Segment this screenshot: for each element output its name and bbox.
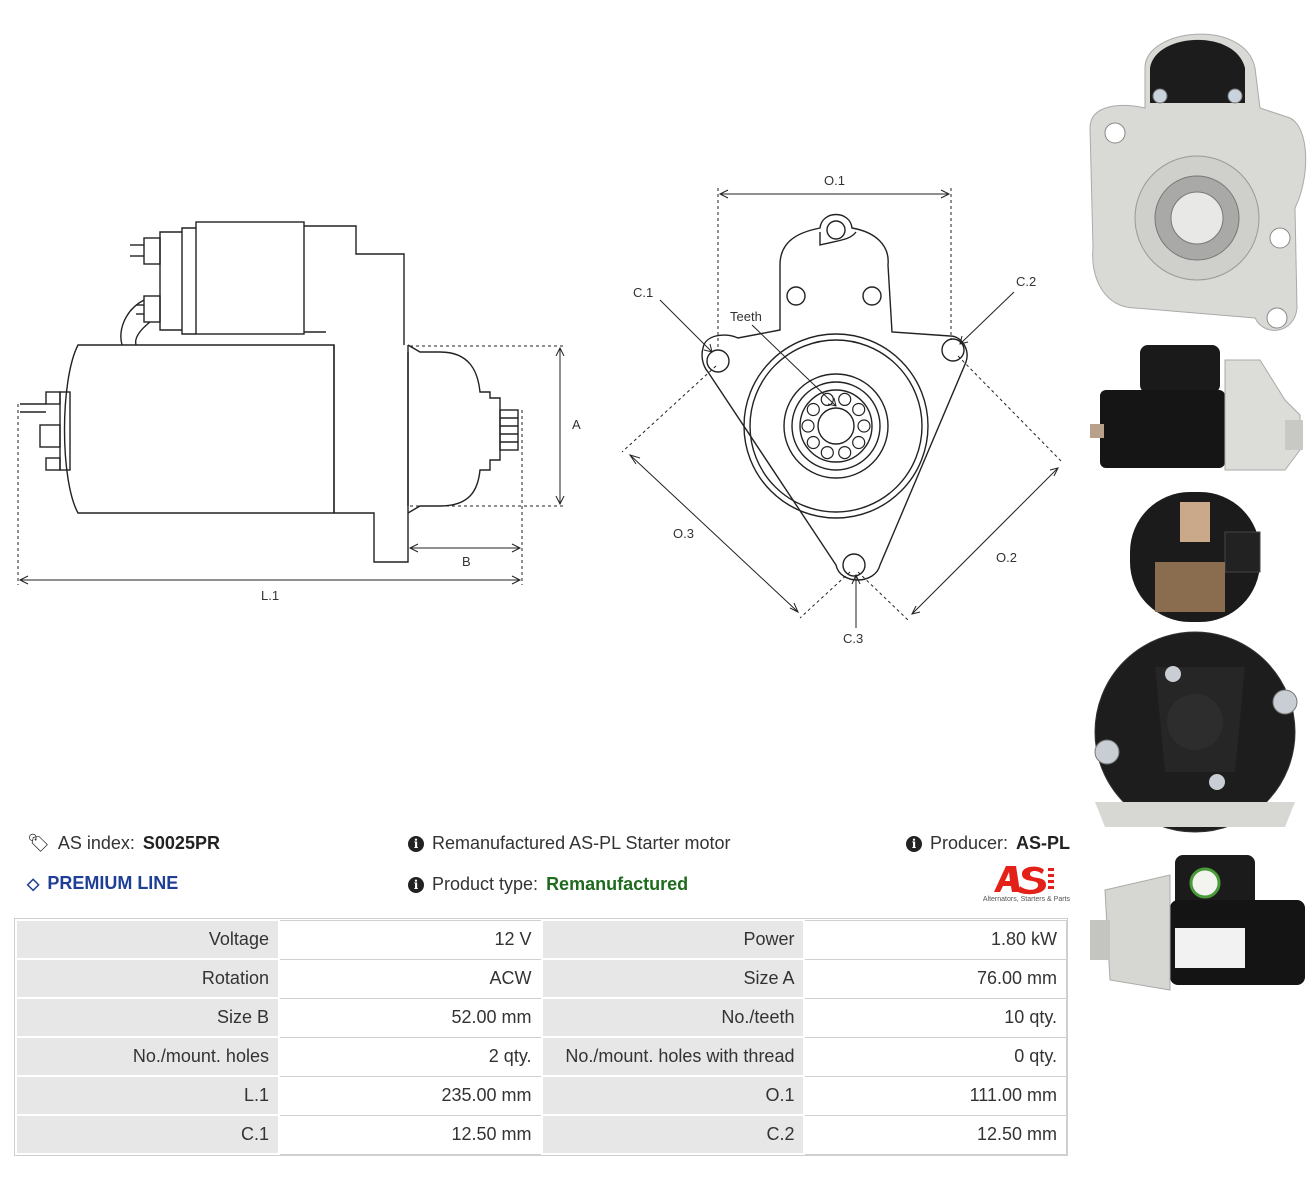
photo-label-side-view[interactable] — [1085, 850, 1310, 1000]
pinion-tooth — [838, 446, 852, 460]
side-dimensions — [17, 345, 565, 585]
pinion-tooth — [820, 392, 834, 406]
pinion-tooth — [852, 435, 866, 450]
as-logo-mark — [994, 866, 1054, 895]
producer-label: Producer: — [930, 833, 1009, 853]
as-index-value: S0025PR — [142, 833, 220, 853]
tags-icon: 🏷︎ — [27, 833, 50, 853]
pinion-tooth — [838, 392, 852, 406]
product-type-label: Product type: — [432, 874, 539, 894]
as-pl-logo: Alternators, Starters & Parts — [960, 862, 1070, 910]
front-view — [701, 213, 968, 581]
spec-value: ACW — [278, 958, 542, 999]
front-dimensions — [621, 188, 1063, 628]
technical-drawing: A B L.1 — [17, 173, 1063, 646]
premium-line-badge: ◇ PREMIUM LINE — [27, 873, 178, 894]
spec-value: 0 qty. — [803, 1036, 1068, 1077]
premium-line-label: PREMIUM LINE — [47, 873, 179, 893]
as-index-row: 🏷︎ AS index: S0025PR — [27, 833, 220, 854]
producer-value: AS-PL — [1016, 833, 1071, 853]
pinion-tooth — [806, 435, 820, 450]
spec-value: 76.00 mm — [803, 958, 1068, 999]
spec-name: Size A — [540, 958, 806, 999]
spec-value: 235.00 mm — [278, 1075, 542, 1116]
description-row: i Remanufactured AS-PL Starter motor — [408, 833, 730, 854]
dim-c2-label: C.2 — [1016, 274, 1036, 289]
photo-front-view[interactable] — [1085, 8, 1310, 338]
spec-name: No./mount. holes with thread — [540, 1036, 806, 1077]
pinion-tooth — [806, 402, 820, 417]
spec-name: No./mount. holes — [15, 1036, 280, 1077]
dim-b-label: B — [462, 554, 471, 569]
spec-value: 1.80 kW — [803, 919, 1068, 960]
pinion-tooth — [857, 419, 871, 433]
pinion-tooth — [820, 446, 834, 460]
spec-name: Voltage — [15, 919, 280, 960]
product-photos — [1085, 0, 1316, 1000]
pinion-tooth — [852, 402, 866, 417]
spec-name: L.1 — [15, 1075, 280, 1116]
product-type-row: i Product type: Remanufactured — [408, 874, 688, 895]
info-icon: i — [408, 876, 424, 893]
photo-rear-view[interactable] — [1085, 492, 1310, 837]
dim-o2-label: O.2 — [996, 550, 1017, 565]
dim-c3-label: C.3 — [843, 631, 863, 646]
spec-name: O.1 — [540, 1075, 806, 1116]
diamond-icon: ◇ — [27, 875, 40, 893]
front-pinion-teeth — [801, 392, 871, 460]
spec-name: C.1 — [15, 1114, 280, 1155]
teeth-label: Teeth — [730, 309, 762, 324]
spec-value: 12.50 mm — [278, 1114, 542, 1155]
side-view — [20, 221, 519, 563]
spec-value: 12 V — [278, 919, 542, 960]
spec-name: No./teeth — [540, 997, 806, 1038]
product-type-value: Remanufactured — [546, 874, 689, 894]
spec-name: Power — [540, 919, 806, 960]
spec-value: 52.00 mm — [278, 997, 542, 1038]
dim-l1-label: L.1 — [261, 588, 279, 603]
photo-side-view[interactable] — [1085, 340, 1310, 480]
product-description: Remanufactured AS-PL Starter motor — [432, 833, 731, 853]
dim-o1-label: O.1 — [824, 173, 845, 188]
dim-o3-label: O.3 — [673, 526, 694, 541]
info-icon: i — [408, 835, 424, 852]
spec-value: 2 qty. — [278, 1036, 542, 1077]
spec-value: 10 qty. — [803, 997, 1068, 1038]
spec-name: Rotation — [15, 958, 280, 999]
dim-a-label: A — [572, 417, 581, 432]
spec-name: Size B — [15, 997, 280, 1038]
info-icon: i — [906, 835, 922, 852]
as-index-label: AS index: — [57, 833, 135, 853]
pinion-tooth — [801, 419, 815, 433]
spec-name: C.2 — [540, 1114, 806, 1155]
spec-value: 111.00 mm — [803, 1075, 1068, 1116]
spec-value: 12.50 mm — [803, 1114, 1068, 1155]
logo-tagline: Alternators, Starters & Parts — [982, 896, 1070, 903]
dim-c1-label: C.1 — [633, 285, 653, 300]
producer-row: i Producer: AS-PL — [906, 833, 1070, 854]
